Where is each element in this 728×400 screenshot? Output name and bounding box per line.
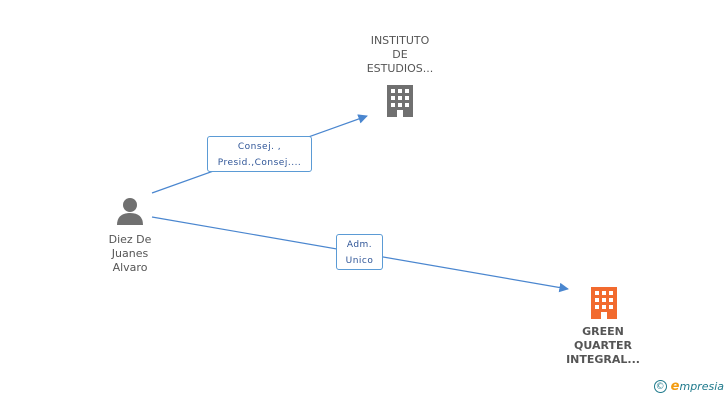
building-icon[interactable] — [386, 83, 416, 119]
brand-e: e — [670, 379, 680, 394]
edge-label-line: Consej. , — [237, 142, 282, 152]
edge-label-line: Unico — [345, 256, 374, 266]
edge-label-administrador[interactable]: Adm. Unico — [336, 234, 383, 270]
copyright-icon: © — [653, 380, 667, 393]
building-icon[interactable] — [590, 285, 620, 321]
brand-name: mpresia — [679, 380, 724, 393]
edge-label-consejero[interactable]: Consej. , Presid.,Consej.... — [207, 136, 312, 172]
node-label-person[interactable]: Diez De Juanes Alvaro — [108, 233, 152, 274]
edge-label-line: Adm. — [346, 240, 373, 250]
edge-label-line: Presid.,Consej.... — [217, 158, 302, 168]
empresia-logo: © empresia — [653, 379, 724, 394]
node-label-instituto[interactable]: INSTITUTO DE ESTUDIOS... — [366, 34, 434, 75]
person-icon[interactable] — [115, 196, 145, 226]
node-label-green-quarter[interactable]: GREEN QUARTER INTEGRAL... — [566, 325, 640, 366]
